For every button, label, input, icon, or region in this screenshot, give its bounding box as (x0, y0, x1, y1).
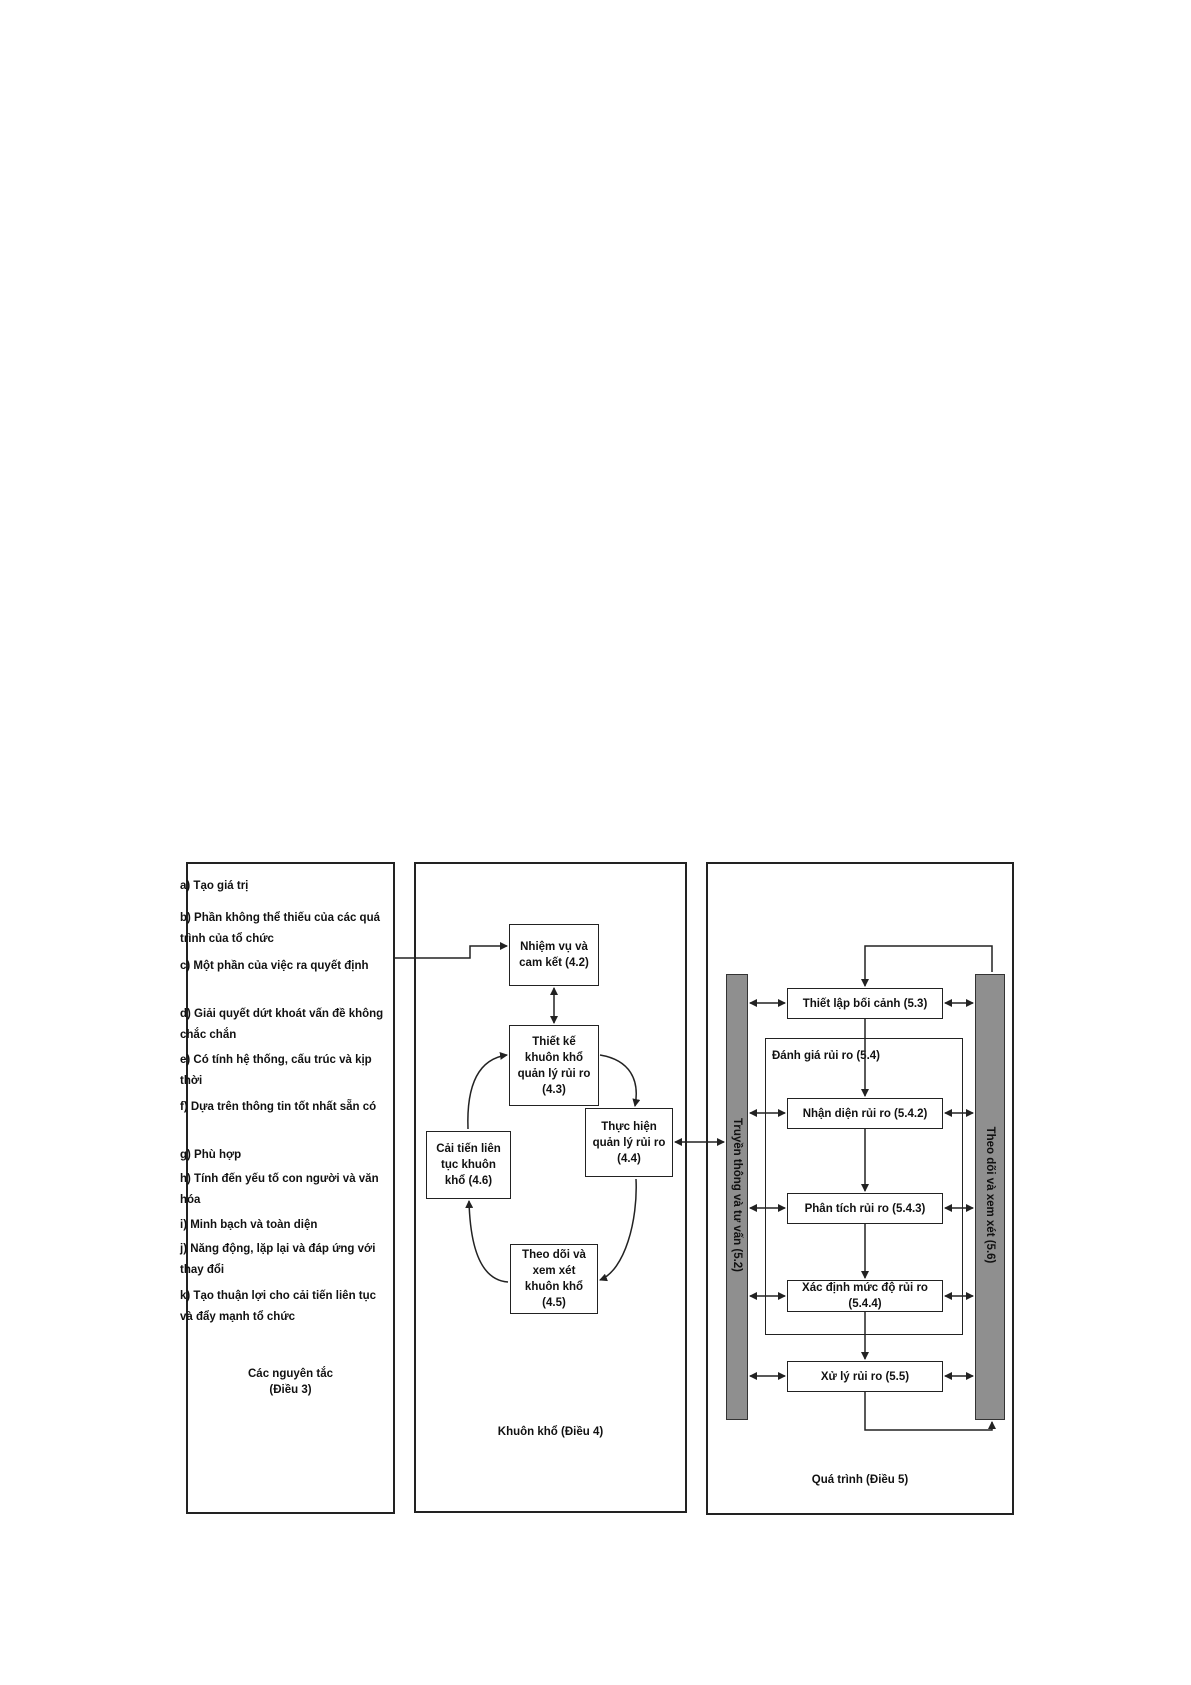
principles-caption-line2: (Điều 3) (269, 1384, 312, 1396)
identification-box: Nhận diện rủi ro (5.4.2) (787, 1098, 943, 1129)
principle-h: h) Tính đến yếu tố con người và văn hóa (180, 1173, 379, 1206)
principle-c: c) Một phần của việc ra quyết định (180, 960, 369, 972)
implement-box: Thực hiện quản lý rủi ro (4.4) (585, 1108, 673, 1177)
process-caption: Quá trình (Điều 5) (811, 1474, 909, 1486)
monitoring-bar (975, 974, 1005, 1420)
principles-caption-line1: Các nguyên tắc (248, 1368, 333, 1380)
mandate-box: Nhiệm vụ và cam kết (4.2) (509, 924, 599, 986)
communication-bar (726, 974, 748, 1420)
principles-panel (186, 862, 395, 1514)
principle-e: e) Có tính hệ thống, cấu trúc và kịp thờ… (180, 1054, 372, 1087)
monitor-to-improve-arrow (465, 1200, 509, 1283)
risk-assessment-group (765, 1038, 963, 1335)
design-to-implement-arrow (599, 1054, 641, 1107)
framework-caption: Khuôn khổ (Điều 4) (497, 1426, 604, 1438)
evaluation-box: Xác định mức độ rủi ro (5.4.4) (787, 1280, 943, 1312)
implement-to-monitor-arrow (599, 1178, 637, 1282)
treatment-box: Xử lý rủi ro (5.5) (787, 1361, 943, 1392)
analysis-box: Phân tích rủi ro (5.4.3) (787, 1193, 943, 1224)
context-box: Thiết lập bối cảnh (5.3) (787, 988, 943, 1019)
principle-j: j) Năng động, lặp lại và đáp ứng với tha… (180, 1243, 376, 1276)
improve-box: Cải tiến liên tục khuôn khổ (4.6) (426, 1131, 511, 1199)
principle-i: i) Minh bạch và toàn diện (180, 1219, 318, 1231)
risk-assessment-title: Đánh giá rủi ro (5.4) (772, 1050, 880, 1062)
principle-f: f) Dựa trên thông tin tốt nhất sẵn có (180, 1101, 377, 1113)
principle-g: g) Phù hợp (180, 1149, 242, 1161)
monitoring-to-context-loop (861, 945, 993, 987)
principles-caption: Các nguyên tắc (Điều 3) (186, 1366, 395, 1398)
principle-a: a) Tạo giá trị (180, 880, 249, 892)
monitor-box: Theo dõi và xem xét khuôn khổ (4.5) (510, 1244, 598, 1314)
treatment-to-monitoring-loop (864, 1392, 996, 1431)
principle-d: d) Giải quyết dứt khoát vấn đề không chắ… (180, 1008, 384, 1041)
principle-k: k) Tạo thuận lợi cho cải tiến liên tục v… (180, 1290, 377, 1323)
design-box: Thiết kế khuôn khổ quản lý rủi ro (4.3) (509, 1025, 599, 1106)
principles-to-framework-arrow (395, 942, 508, 959)
principle-b: b) Phần không thể thiếu của các quá trìn… (180, 912, 380, 945)
improve-to-design-arrow (467, 1051, 508, 1130)
